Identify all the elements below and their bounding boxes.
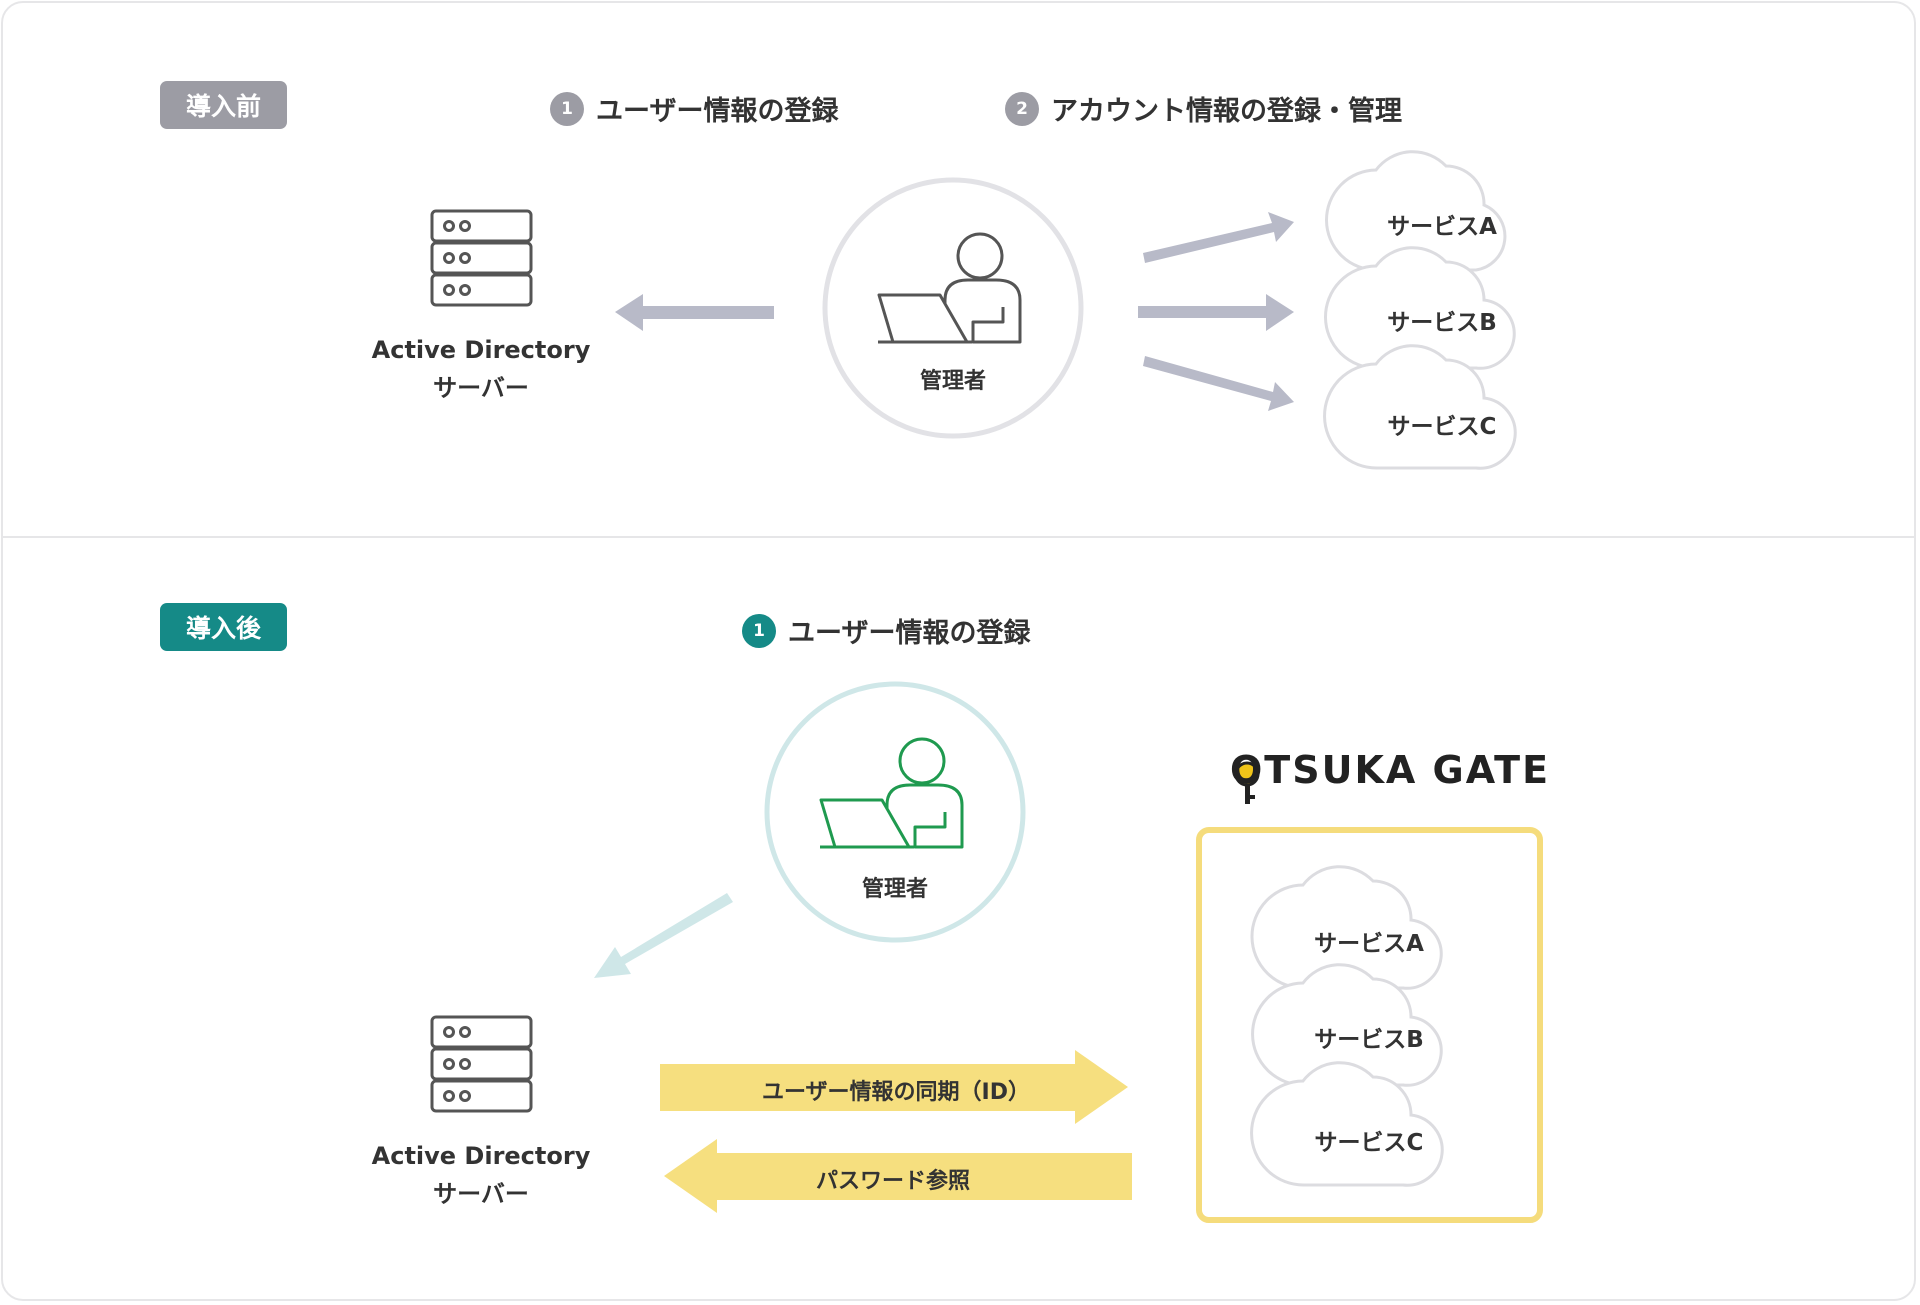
- arrow-right-icon: [1138, 294, 1294, 331]
- arrow-right-icon: [1143, 212, 1294, 263]
- admin-label: 管理者: [919, 369, 986, 394]
- ad-server-label: Active Directory サーバー: [331, 331, 631, 407]
- step-number-badge: 1: [742, 613, 776, 648]
- service-b-label: サービスB: [1387, 310, 1497, 336]
- ad-server-label: Active Directory サーバー: [331, 1137, 631, 1213]
- after-step-1: 1 ユーザー情報の登録: [742, 611, 1030, 650]
- service-a-label: サービスA: [1314, 931, 1424, 957]
- ad-server-name: Active Directory: [371, 1142, 591, 1170]
- service-b-label: サービスB: [1314, 1027, 1424, 1053]
- step-label: ユーザー情報の登録: [596, 96, 839, 127]
- sync-arrow-right: [660, 1050, 1128, 1124]
- cloud-icon: [1251, 963, 1443, 1087]
- admin-label: 管理者: [861, 877, 928, 902]
- before-step-1: 1 ユーザー情報の登録: [550, 89, 838, 128]
- step-number-badge: 2: [1005, 91, 1039, 126]
- cloud-icon: [1250, 1061, 1444, 1187]
- step-number-badge: 1: [550, 91, 584, 126]
- section-divider: [3, 536, 1915, 538]
- password-ref-label: パスワード参照: [815, 1169, 970, 1194]
- step-label: ユーザー情報の登録: [788, 618, 1031, 649]
- before-badge: 導入前: [160, 81, 287, 129]
- cloud-icon: [1250, 865, 1443, 990]
- cloud-icon: [1324, 246, 1516, 370]
- admin-person-icon: [877, 232, 1022, 344]
- cloud-icon: [1325, 150, 1507, 272]
- otsuka-gate-box: [1196, 827, 1543, 1223]
- password-ref-arrow-left: [664, 1139, 1132, 1213]
- ad-server-name: Active Directory: [371, 336, 591, 364]
- admin-circle: [764, 681, 1026, 943]
- arrow-left-icon: [615, 294, 774, 331]
- server-icon: [430, 209, 533, 307]
- service-c-label: サービスC: [1387, 414, 1497, 440]
- ad-server-sub: サーバー: [433, 1180, 529, 1208]
- step-label: アカウント情報の登録・管理: [1051, 96, 1402, 127]
- admin-person-icon: [819, 737, 964, 849]
- service-a-label: サービスA: [1387, 214, 1497, 240]
- cloud-icon: [1323, 344, 1517, 470]
- arrow-right-icon: [1143, 356, 1294, 411]
- before-step-2: 2 アカウント情報の登録・管理: [1005, 89, 1402, 128]
- server-icon: [430, 1015, 533, 1113]
- admin-circle: [822, 177, 1084, 439]
- sync-label: ユーザー情報の同期（ID）: [761, 1080, 1030, 1105]
- service-c-label: サービスC: [1314, 1130, 1424, 1156]
- ad-server-sub: サーバー: [433, 374, 529, 402]
- arrow-down-left-icon: [594, 893, 733, 978]
- otsuka-gate-logo: OTSUKA GATE: [1230, 748, 1551, 792]
- after-badge: 導入後: [160, 603, 287, 651]
- key-icon: [1234, 761, 1260, 804]
